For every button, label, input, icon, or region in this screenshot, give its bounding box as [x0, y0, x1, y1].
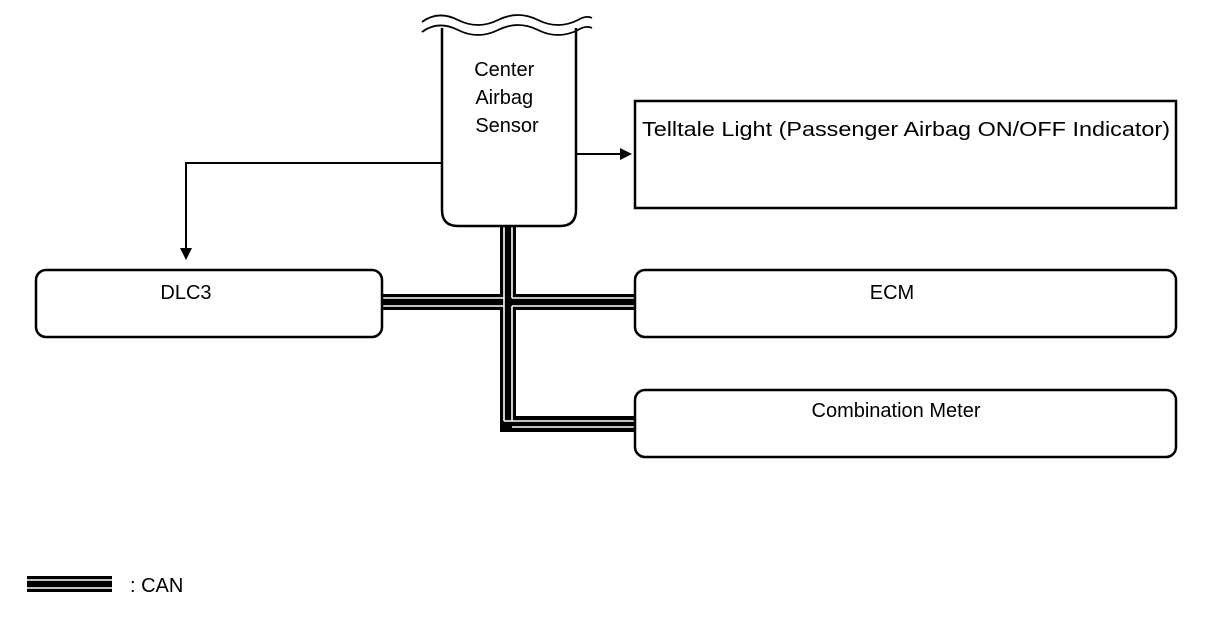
arrow-sensor-to-dlc3: [180, 162, 442, 260]
sensor-line-2: Airbag: [475, 87, 533, 109]
telltale-light-box: Telltale Light (Passenger Airbag ON/OFF …: [633, 99, 1178, 210]
ecm-box: ECM: [633, 268, 1178, 339]
combination-meter-label: Combination Meter: [812, 400, 981, 422]
legend: : CAN: [27, 575, 183, 597]
legend-can-label: : CAN: [130, 575, 183, 597]
can-bus: [382, 226, 636, 432]
telltale-light-label: Telltale Light (Passenger Airbag ON/OFF …: [642, 119, 1170, 141]
sensor-line-3: Sensor: [475, 115, 539, 137]
center-airbag-sensor-box: Center Airbag Sensor: [421, 14, 593, 228]
dlc3-label: DLC3: [160, 282, 211, 304]
combination-meter-box: Combination Meter: [633, 388, 1178, 459]
sensor-line-1: Center: [474, 59, 534, 81]
dlc3-box: DLC3: [34, 268, 384, 339]
center-airbag-sensor-label: Center Airbag Sensor: [474, 59, 540, 137]
ecm-label: ECM: [870, 282, 914, 304]
